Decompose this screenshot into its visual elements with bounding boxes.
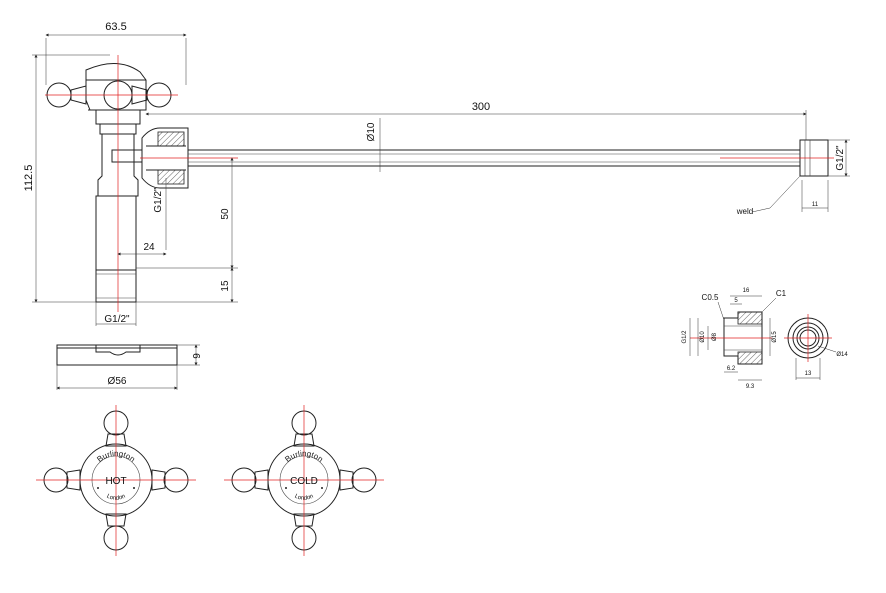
dim-g12-mid: G1/2" xyxy=(153,187,164,213)
detail-6-2: 6.2 xyxy=(727,366,736,372)
fitting-detail-section xyxy=(689,295,777,381)
weld-label: weld xyxy=(736,207,753,216)
detail-d14: Ø14 xyxy=(836,352,848,358)
handle-cold-front xyxy=(224,405,384,556)
dim-flange-dia-56: Ø56 xyxy=(108,376,127,387)
detail-g12: G1/2 xyxy=(682,330,688,344)
detail-9-3: 9.3 xyxy=(746,384,755,390)
fitting-detail-end-view xyxy=(784,314,837,380)
detail-16: 16 xyxy=(743,288,750,294)
detail-d10: Ø10 xyxy=(700,331,706,343)
hot-label: HOT xyxy=(105,476,126,487)
dim-g12-side: G1/2" xyxy=(835,145,846,171)
detail-13: 13 xyxy=(805,371,812,377)
hot-badge-city: London xyxy=(106,494,127,502)
detail-d15: Ø15 xyxy=(772,331,778,343)
dim-dia-10: Ø10 xyxy=(366,122,377,141)
dim-15: 15 xyxy=(220,280,231,292)
detail-c1: C1 xyxy=(776,289,787,298)
handle-hot-front xyxy=(36,405,196,556)
cold-badge-brand: Burlington xyxy=(283,449,325,464)
dim-300: 300 xyxy=(472,101,490,113)
wall-flange xyxy=(56,344,200,390)
dim-24: 24 xyxy=(143,242,155,253)
valve-side-view xyxy=(45,55,178,312)
dim-g12-bottom: G1/2" xyxy=(104,314,130,325)
dim-112-5: 112.5 xyxy=(23,165,35,192)
dimension-lines xyxy=(32,33,850,326)
dim-63-5: 63.5 xyxy=(105,21,126,33)
dim-50: 50 xyxy=(220,208,231,220)
detail-d8: Ø8 xyxy=(712,332,718,341)
shower-arm xyxy=(140,127,834,189)
hot-badge-brand: Burlington xyxy=(95,449,137,464)
cold-badge-city: London xyxy=(294,494,315,502)
side-outlet xyxy=(111,149,143,163)
detail-5: 5 xyxy=(734,298,738,304)
dim-flange-9: 9 xyxy=(192,353,203,359)
cold-label: COLD xyxy=(290,476,318,487)
dim-11: 11 xyxy=(812,202,819,208)
detail-c05: C0.5 xyxy=(702,293,719,302)
inlet-thread xyxy=(95,269,137,303)
